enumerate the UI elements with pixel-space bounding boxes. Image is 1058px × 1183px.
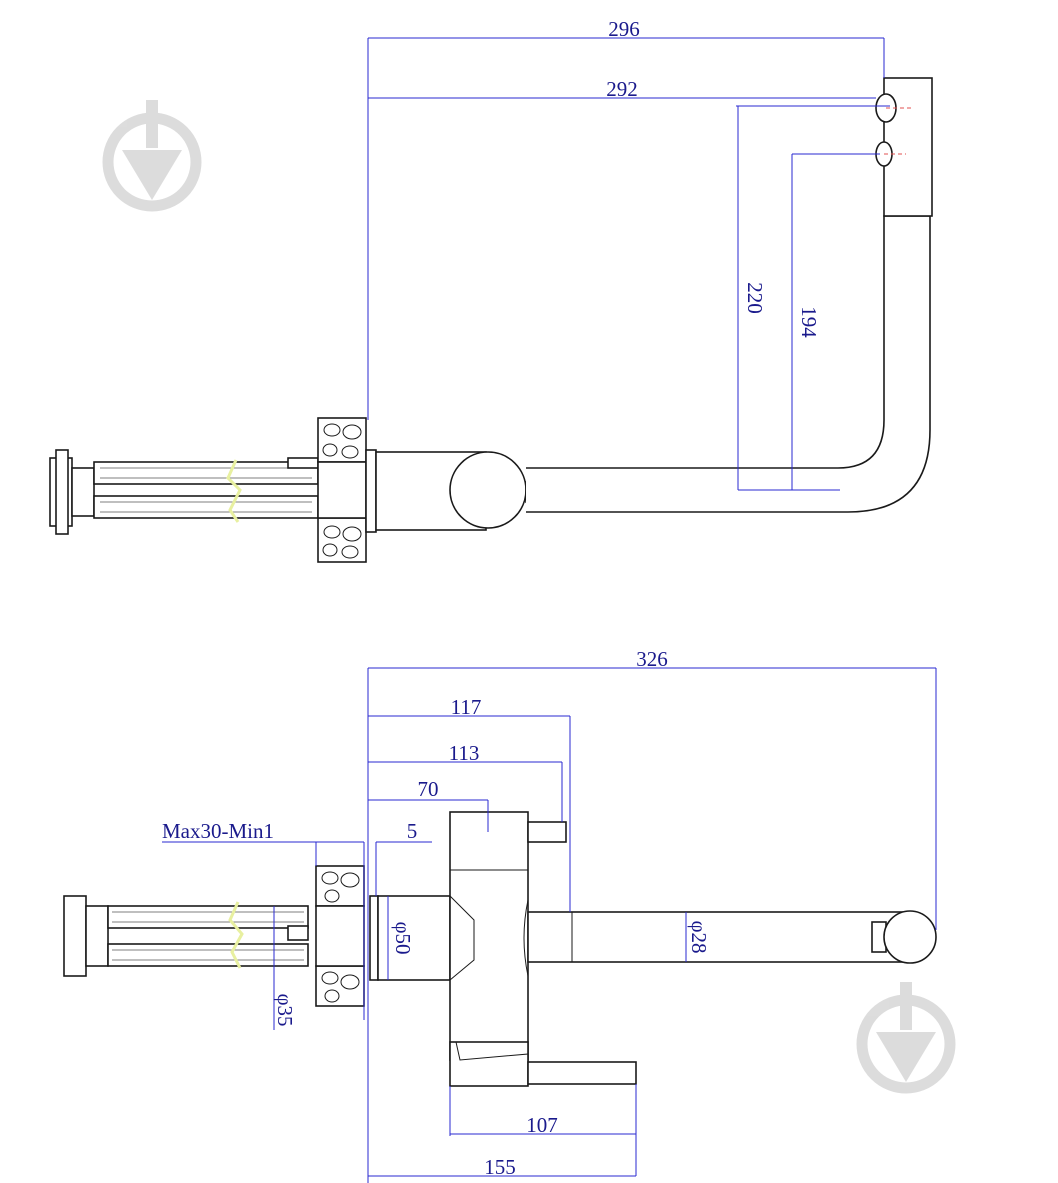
- dimension-lines-bottom: [162, 667, 937, 1183]
- dim-326: 326: [636, 647, 668, 671]
- handle-stub: [527, 821, 567, 843]
- worktop-top: [317, 417, 367, 563]
- dim-max30-min1: Max30-Min1: [162, 819, 274, 843]
- handle-knob-top: [449, 451, 527, 529]
- dim-70: 70: [418, 777, 439, 801]
- lower-lever: [449, 1041, 529, 1087]
- dim-phi28: φ28: [687, 920, 711, 953]
- logo-watermark-bottom-right: [856, 982, 956, 1094]
- dimension-lines-top: [367, 37, 890, 491]
- lever-arm: [527, 1061, 637, 1085]
- base-flange-bottom: [369, 895, 379, 981]
- dim-107: 107: [526, 1113, 558, 1137]
- bottom-view: 326 117 113 70 Max30-Min1 5 φ50 φ28 φ35 …: [63, 647, 937, 1183]
- dim-220: 220: [743, 282, 767, 314]
- spout-top: [526, 215, 931, 513]
- dim-194: 194: [797, 306, 821, 338]
- dim-117: 117: [451, 695, 482, 719]
- dim-296: 296: [608, 17, 640, 41]
- spout-end-bottom: [883, 910, 937, 964]
- hose-assembly-bottom: [63, 895, 309, 977]
- dim-155: 155: [484, 1155, 516, 1179]
- hose-assembly-top: [49, 449, 319, 535]
- worktop-bottom: [315, 865, 365, 1007]
- logo-watermark-top-left: [102, 100, 202, 212]
- dim-292: 292: [606, 77, 638, 101]
- top-view: 296 292 220 194: [49, 17, 933, 563]
- base-flange-top: [365, 449, 377, 533]
- dim-5: 5: [407, 819, 418, 843]
- dim-phi50: φ50: [391, 921, 415, 954]
- dim-113: 113: [449, 741, 480, 765]
- spout-bottom: [527, 911, 907, 963]
- dim-phi35: φ35: [273, 993, 297, 1026]
- body-column: [449, 811, 529, 1061]
